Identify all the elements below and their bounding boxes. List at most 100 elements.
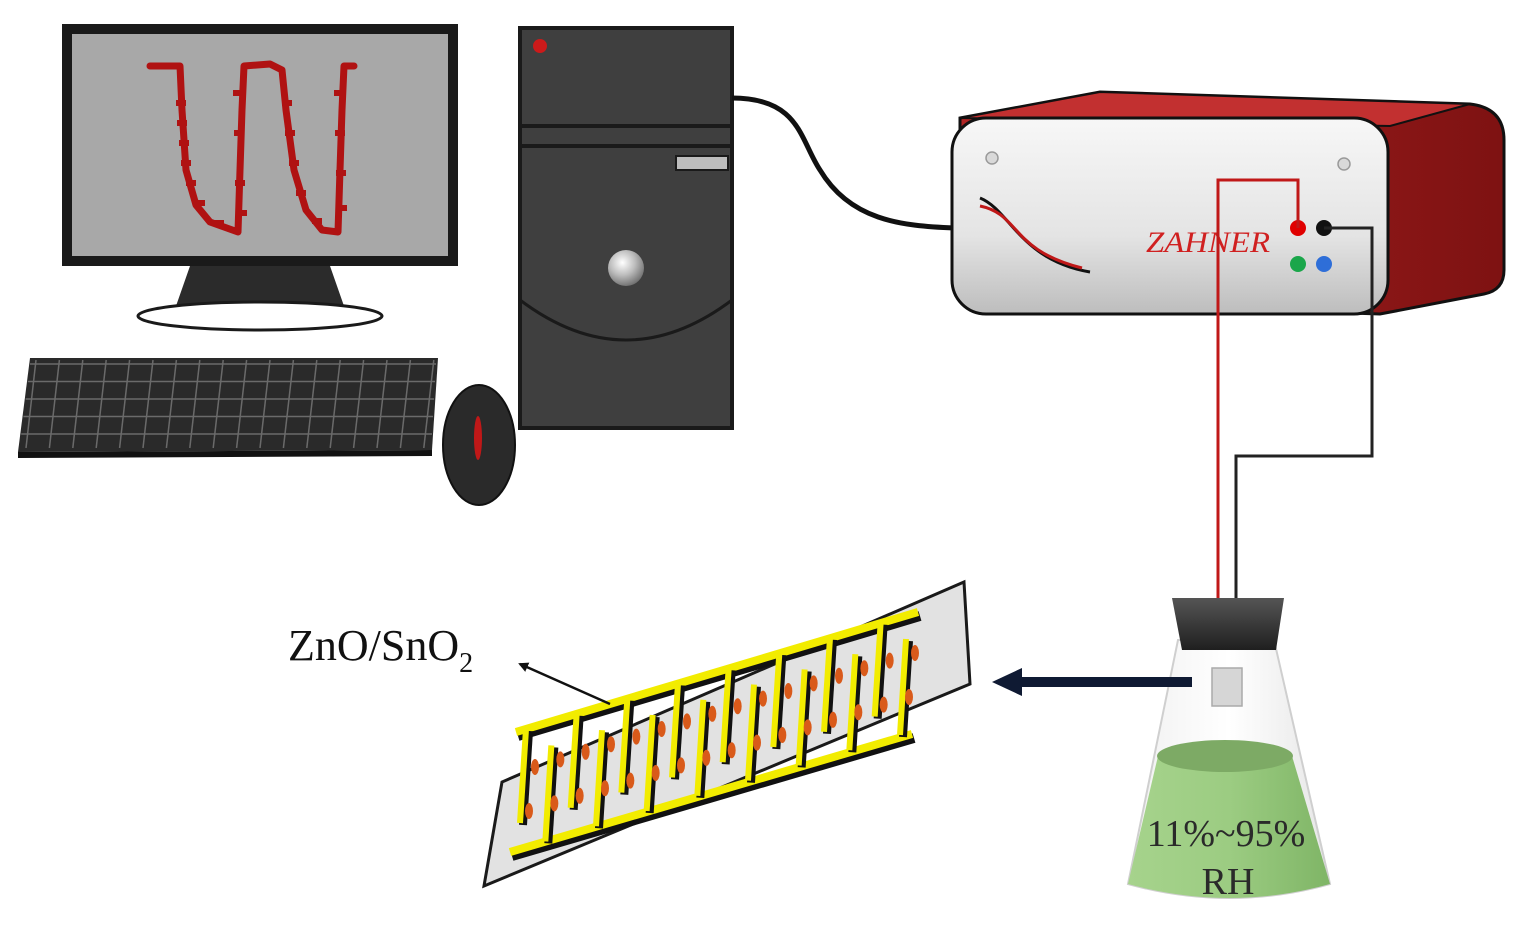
electrode-finger bbox=[871, 622, 884, 717]
keyboard-column-line bbox=[399, 359, 412, 449]
electrode-finger-shadow bbox=[696, 701, 711, 799]
keyboard-column-line bbox=[48, 359, 61, 449]
bottom-bus-bar-shadow bbox=[510, 733, 916, 861]
keyboard-column-line bbox=[95, 359, 107, 449]
keyboard-column-line bbox=[282, 359, 295, 449]
electrode-finger-shadow bbox=[747, 686, 761, 783]
keyboard-column-line bbox=[329, 359, 341, 449]
electrode-finger-shadow bbox=[569, 715, 584, 811]
keyboard-column-line bbox=[72, 359, 84, 449]
sensing-material-dot bbox=[556, 751, 565, 768]
keyboard-column-line bbox=[235, 359, 248, 449]
humidity-liquid bbox=[1128, 749, 1330, 898]
electrode-finger-shadow bbox=[544, 747, 559, 844]
electrode-finger-shadow bbox=[519, 730, 533, 826]
sensing-material-dot bbox=[835, 667, 843, 684]
sensing-material-dot bbox=[879, 696, 888, 713]
sensing-material-dot bbox=[626, 772, 635, 789]
black-lead-wire bbox=[1234, 226, 1374, 668]
top-bus-bar bbox=[514, 608, 920, 736]
electrode-finger bbox=[643, 714, 656, 812]
electrode-finger bbox=[795, 669, 808, 766]
electrode-finger-shadow bbox=[595, 731, 609, 829]
electrode-finger bbox=[719, 668, 732, 763]
top-bus-bar-shadow bbox=[516, 611, 922, 741]
sensing-material-dot bbox=[829, 711, 837, 728]
electrode-finger-shadow bbox=[873, 624, 888, 719]
sensing-material-dot bbox=[759, 690, 767, 707]
electrode-finger bbox=[846, 654, 859, 751]
sensing-material-dot bbox=[607, 736, 615, 753]
sensing-material-dot bbox=[702, 749, 711, 766]
electrode-finger bbox=[618, 698, 631, 793]
sensing-material-dot bbox=[803, 719, 812, 736]
power-button-icon bbox=[608, 250, 644, 286]
sensing-material-dot bbox=[525, 803, 533, 819]
sensor-material-label: ZnO/SnO2 bbox=[288, 621, 473, 679]
electrode-finger-shadow bbox=[848, 655, 863, 753]
keyboard-column-line bbox=[142, 359, 154, 449]
electrode-finger bbox=[770, 652, 783, 748]
monitor-icon bbox=[62, 24, 458, 332]
direction-arrow-icon bbox=[992, 668, 1192, 696]
sensing-material-dot bbox=[860, 660, 869, 677]
sensing-material-dot bbox=[531, 759, 539, 775]
keyboard-column-line bbox=[376, 359, 388, 449]
electrode-finger-shadow bbox=[721, 669, 736, 765]
sensing-material-dot bbox=[632, 728, 641, 745]
electrode-finger bbox=[745, 684, 757, 781]
green-terminal-icon bbox=[1290, 256, 1306, 272]
sensing-material-dot bbox=[677, 757, 685, 774]
electrode-finger bbox=[593, 730, 605, 827]
sensing-material-dot bbox=[550, 795, 559, 812]
sensing-material-dot bbox=[854, 704, 863, 721]
electrode-finger-shadow bbox=[645, 716, 660, 814]
flask-label-line1: 11%~95% bbox=[1147, 813, 1305, 855]
sensing-material-dot bbox=[727, 742, 736, 759]
erlenmeyer-flask-icon bbox=[1126, 598, 1332, 899]
sensing-material-dot bbox=[575, 787, 584, 804]
power-led-icon bbox=[533, 39, 547, 53]
keyboard-column-line bbox=[352, 359, 365, 449]
electrode-finger-shadow bbox=[797, 671, 812, 768]
keyboard-column-line bbox=[165, 359, 178, 449]
electrode-finger bbox=[694, 699, 707, 796]
electrochemical-workstation-icon bbox=[950, 90, 1506, 316]
sensing-material-dot bbox=[651, 765, 660, 781]
electrode-finger bbox=[897, 638, 909, 736]
stopper-icon bbox=[1172, 598, 1284, 650]
monitor-screen bbox=[72, 34, 448, 256]
electrode-finger-shadow bbox=[620, 700, 635, 795]
brand-label: ZAHNER bbox=[1146, 226, 1270, 259]
flask-label-line2: RH bbox=[1202, 861, 1255, 903]
electrode-finger bbox=[542, 745, 555, 842]
sensing-material-dot bbox=[911, 645, 919, 661]
sensor-material-subscript: 2 bbox=[459, 648, 473, 679]
keyboard-column-line bbox=[189, 359, 201, 449]
electrode-finger bbox=[517, 728, 529, 824]
red-lead-wire bbox=[1216, 178, 1300, 668]
sensor-probe bbox=[1211, 667, 1243, 707]
electrode-finger-shadow bbox=[899, 640, 913, 738]
keyboard-column-line bbox=[259, 359, 271, 449]
electrode-finger bbox=[821, 637, 833, 732]
interdigital-electrode-sensor-icon bbox=[482, 579, 972, 889]
electrode-finger-shadow bbox=[671, 685, 685, 780]
blue-terminal-icon bbox=[1316, 256, 1332, 272]
sensing-material-dot bbox=[778, 727, 787, 743]
bottom-bus-bar bbox=[508, 730, 914, 856]
sensing-material-dot bbox=[581, 743, 590, 760]
keyboard-icon bbox=[18, 358, 438, 458]
response-curve-points bbox=[176, 90, 347, 226]
keyboard-column-line bbox=[118, 359, 131, 449]
computer-tower-icon bbox=[518, 26, 734, 430]
sensing-material-dot bbox=[683, 713, 691, 730]
sensing-material-dot bbox=[885, 652, 894, 669]
keyboard-column-line bbox=[212, 359, 224, 449]
sensing-material-dot bbox=[905, 689, 913, 705]
electrode-finger-shadow bbox=[823, 639, 837, 735]
sensing-material-dot bbox=[809, 675, 818, 692]
sensing-material-dot bbox=[708, 705, 717, 722]
keyboard-column-line bbox=[306, 359, 318, 449]
